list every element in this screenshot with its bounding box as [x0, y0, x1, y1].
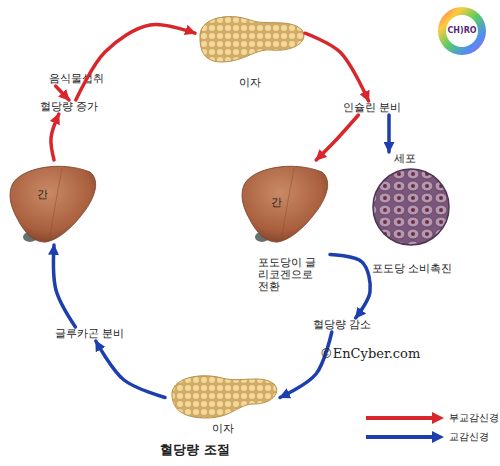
step-label: 인슐린 분비 [338, 101, 406, 115]
legend-text: 교감신경 [449, 430, 489, 444]
diagram-title: 혈당량 조절 [125, 443, 265, 457]
pancreas-node: 이자 [195, 8, 305, 92]
logo-watermark [438, 7, 486, 55]
node-text: 글루카곤 분비 [55, 327, 123, 339]
node-text: 혈당량 감소 [308, 318, 376, 330]
step-label: 음식물섭취 [42, 72, 110, 86]
logo-watermark-text: CH)RO [437, 24, 487, 38]
pancreas-illustration [200, 17, 304, 62]
legend-swatch [366, 431, 446, 443]
flow-arrow [51, 114, 59, 160]
flow-arrow [305, 33, 369, 101]
node-text: 이자 [230, 76, 270, 88]
node-text: 포도당이 글리코겐으로 전환 [258, 256, 324, 292]
cell-illustration [373, 169, 449, 245]
step-label: 혈당량 감소 [308, 318, 376, 332]
liver-node: 간포도당이 글리코겐으로 전환 [238, 160, 330, 295]
legend-entry: 부교감신경 [366, 410, 500, 426]
pancreas-node: 이자 [165, 366, 280, 436]
flow-arrow [96, 341, 165, 398]
node-text: 포도당 소비촉진 [366, 262, 458, 274]
liver-node: 간 [8, 160, 100, 245]
flow-arrow [330, 255, 370, 319]
flow-arrow [76, 25, 195, 100]
node-text: 간 [266, 196, 286, 208]
node-text: 세포 [394, 152, 434, 164]
node-text: 음식물섭취 [42, 72, 110, 84]
liver-illustration [242, 166, 328, 242]
pancreas-illustration [172, 376, 277, 418]
node-text: 간 [32, 188, 52, 200]
copyright-watermark: ©EnCyber.com [310, 347, 430, 361]
step-label: 혈당량 증가 [35, 100, 103, 114]
step-label: 글루카곤 분비 [55, 327, 123, 341]
legend-swatch [366, 412, 446, 424]
liver-illustration [10, 166, 96, 242]
cell-node: 세포포도당 소비촉진 [366, 152, 458, 277]
legend-entry: 교감신경 [366, 429, 500, 445]
flow-arrow [387, 115, 391, 152]
node-text: 인슐린 분비 [338, 101, 406, 113]
flow-arrow [280, 332, 332, 398]
flow-arrow [316, 115, 358, 160]
legend-text: 부교감신경 [449, 411, 499, 425]
node-text: 이자 [203, 422, 243, 434]
flow-arrow [54, 245, 76, 327]
node-text: 혈당량 증가 [35, 100, 103, 112]
flow-arrow [56, 86, 69, 100]
